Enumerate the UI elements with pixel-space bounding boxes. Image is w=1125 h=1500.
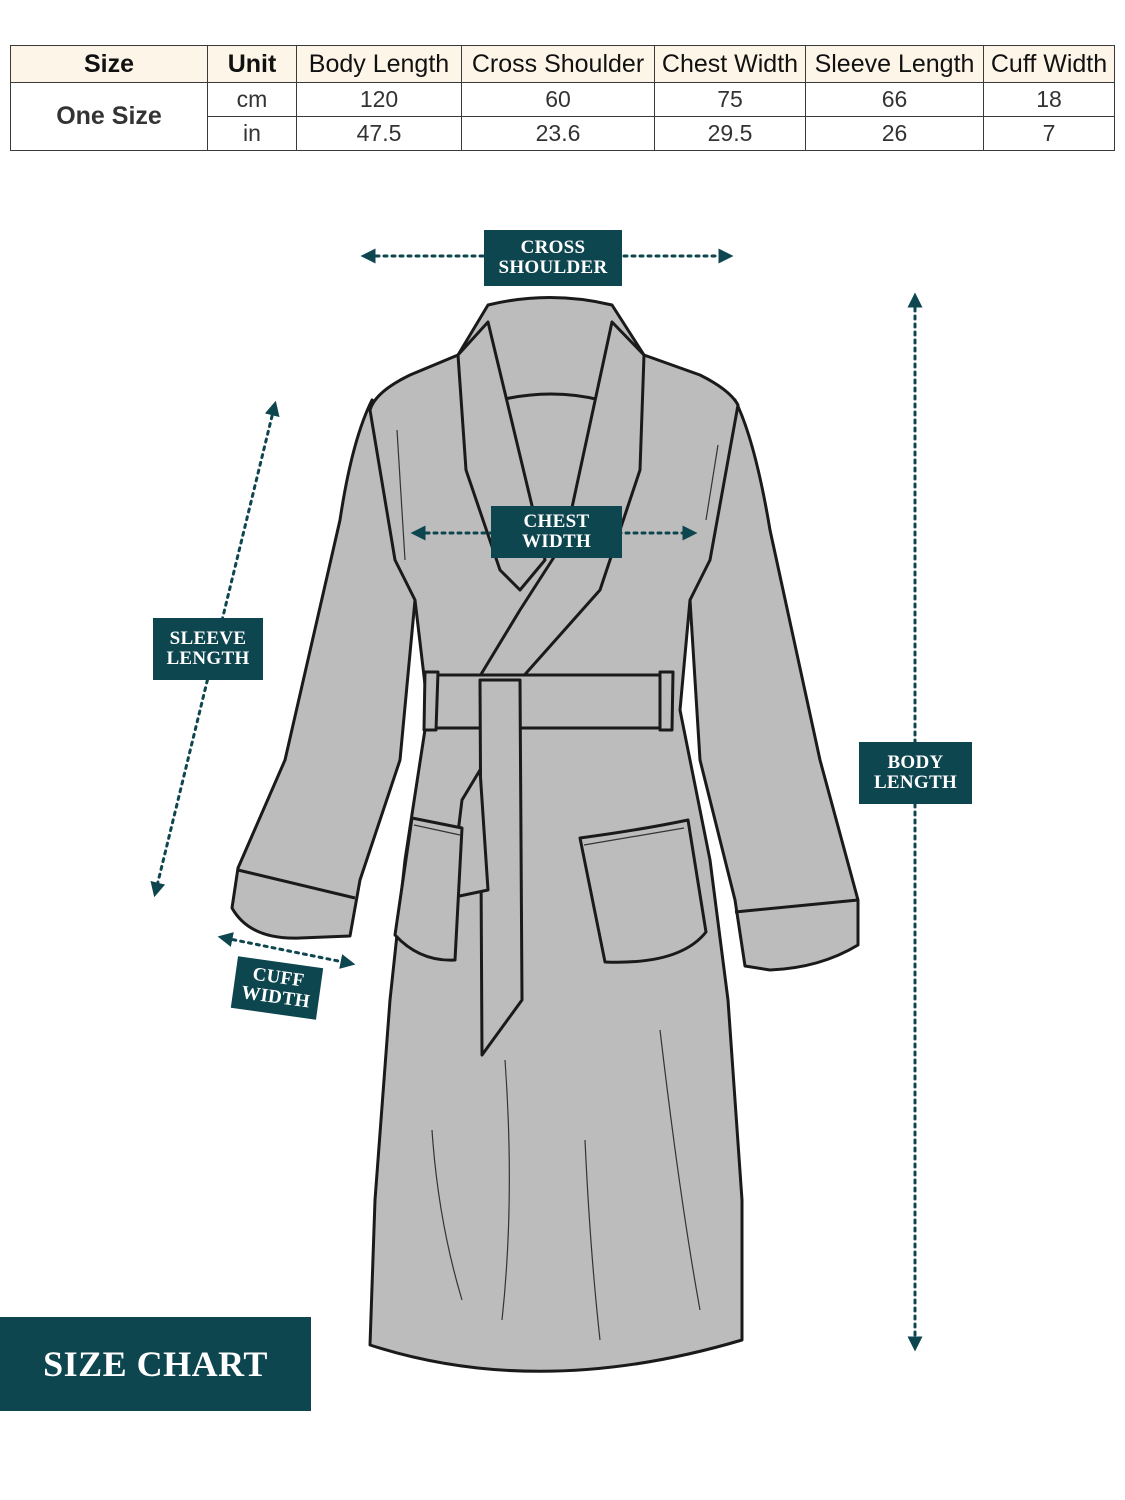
header-chest-width: Chest Width (654, 45, 806, 83)
right-sleeve (688, 398, 860, 972)
cross-shoulder-label: CROSS SHOULDER (484, 230, 622, 286)
table-cell: 18 (983, 82, 1115, 117)
table-row: One Size cm 120 60 75 66 18 (10, 82, 1115, 151)
table-cell: 7 (983, 116, 1115, 151)
unit-cell: in (207, 116, 297, 151)
table-cell: 66 (805, 82, 984, 117)
label-line: SLEEVE (169, 628, 247, 649)
belt-loop-left (422, 670, 440, 732)
label-line: CHEST (523, 511, 590, 532)
belt-tie-long (478, 678, 524, 1057)
header-cross-shoulder: Cross Shoulder (461, 45, 655, 83)
table-cell: 26 (805, 116, 984, 151)
belt-loop-right (658, 670, 675, 732)
label-line: CROSS (520, 237, 586, 258)
size-cell: One Size (10, 82, 208, 151)
table-row: in 47.5 23.6 29.5 26 7 (11, 116, 1115, 151)
label-line: WIDTH (521, 531, 592, 552)
header-sleeve-length: Sleeve Length (805, 45, 984, 83)
table-cell: 120 (296, 82, 462, 117)
size-chart-title: SIZE CHART (0, 1317, 311, 1411)
label-line: LENGTH (166, 648, 250, 669)
body-length-label: BODY LENGTH (859, 742, 972, 804)
label-line: BODY (887, 752, 944, 773)
table-cell: 60 (461, 82, 655, 117)
label-line: LENGTH (873, 772, 958, 793)
table-cell: 47.5 (296, 116, 462, 151)
header-size: Size (10, 45, 208, 83)
cuff-width-arrow (217, 932, 356, 969)
pocket-right (578, 818, 708, 964)
size-table: Size Unit Body Length Cross Shoulder Che… (10, 45, 1115, 151)
collar (456, 296, 646, 402)
belt (428, 673, 674, 730)
robe-body (368, 353, 744, 1373)
header-cuff-width: Cuff Width (983, 45, 1115, 83)
sleeve-length-label: SLEEVE LENGTH (153, 618, 263, 680)
label-line: SHOULDER (498, 257, 608, 278)
table-cell: 75 (654, 82, 806, 117)
table-header-row: Size Unit Body Length Cross Shoulder Che… (10, 45, 1115, 83)
table-cell: 23.6 (461, 116, 655, 151)
unit-cell: cm (207, 82, 297, 117)
robe-illustration (230, 296, 860, 1373)
chest-width-label: CHEST WIDTH (491, 506, 622, 558)
pocket-left (393, 816, 464, 962)
